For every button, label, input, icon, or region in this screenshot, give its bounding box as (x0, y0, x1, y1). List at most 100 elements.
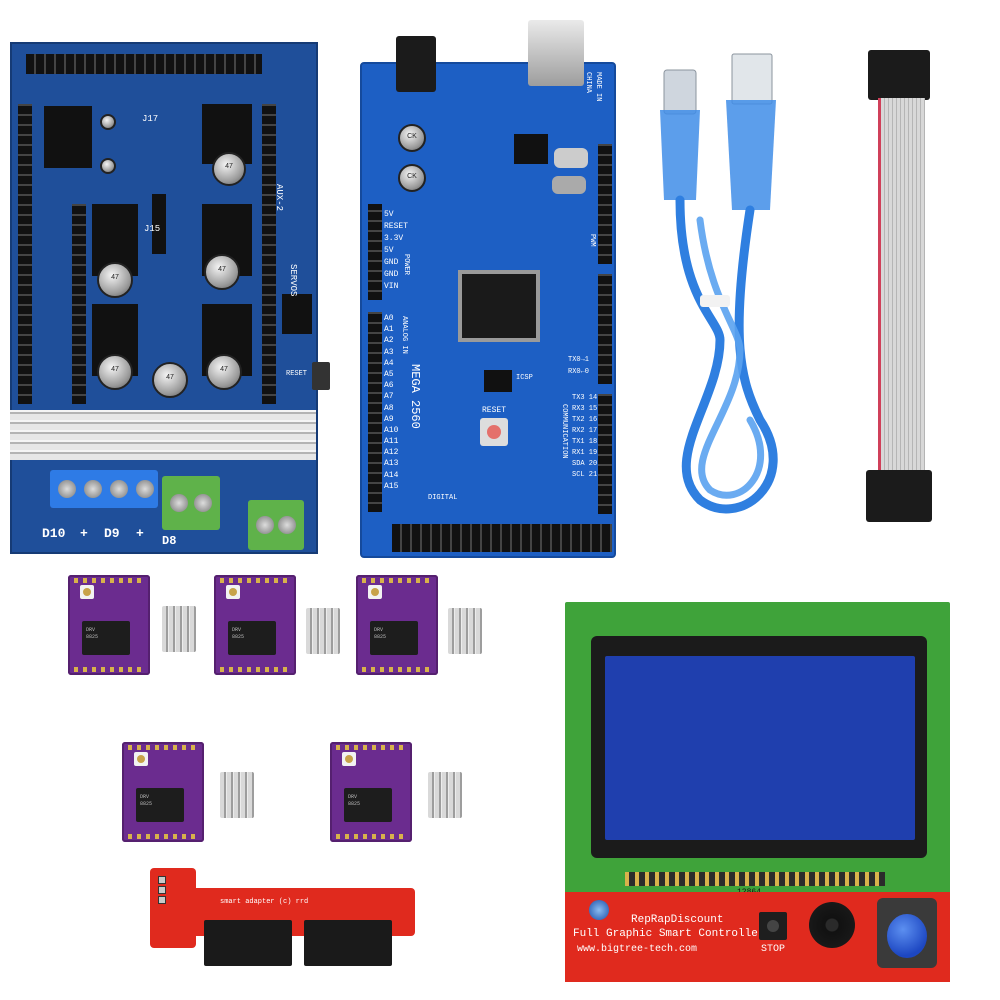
label-d9: D9 (104, 526, 120, 541)
capacitor: CK (398, 124, 426, 152)
heatsink-bar (10, 410, 316, 460)
analog-pin-label: A13 (384, 459, 399, 469)
label-icsp: ICSP (516, 374, 533, 382)
label-d8: D8 (162, 534, 177, 548)
lcd-screen (605, 656, 915, 840)
power-pin-label: 3.3V (384, 234, 404, 243)
capacitor: 47 (206, 354, 242, 390)
terminal-block-green (162, 476, 220, 530)
label-aux2: AUX-2 (274, 184, 284, 212)
comm-pin-label: TX2 16 (572, 416, 598, 424)
label-tx: TX0→1 (568, 356, 590, 364)
analog-pin-label: A10 (384, 425, 399, 435)
idc-connector (866, 470, 932, 522)
dc-jack (396, 36, 436, 92)
analog-pin-label: A9 (384, 414, 394, 424)
analog-pin-label: A3 (384, 347, 394, 357)
capacitor: 47 (152, 362, 188, 398)
capacitor (100, 158, 116, 174)
reset-button[interactable] (480, 418, 508, 446)
label-communication: COMMUNICATION (560, 404, 568, 459)
terminal-block-green (248, 500, 304, 550)
ribbon-cable (860, 50, 940, 530)
stepper-driver: DRV 8825 (330, 742, 412, 842)
power-pin-label: 5V (384, 246, 394, 255)
analog-pin-label: A12 (384, 448, 399, 458)
usb-b-port (528, 20, 584, 86)
comm-pin-label: SCL 21 (572, 471, 598, 479)
lcd-brand: RepRapDiscount (631, 914, 724, 926)
driver-heatsink (428, 772, 462, 818)
idc-header (204, 920, 292, 966)
capacitor: CK (398, 164, 426, 192)
lcd-title: Full Graphic Smart Controller (573, 928, 765, 940)
label-plus: + (136, 526, 144, 541)
analog-pin-label: A1 (384, 325, 394, 335)
analog-pin-label: A4 (384, 358, 394, 368)
label-servos: SERVOS (288, 264, 298, 297)
capacitor: 47 (212, 152, 246, 186)
label-pwm: PWM (588, 234, 596, 247)
analog-pin-label: A8 (384, 403, 394, 413)
label-reset: RESET (482, 406, 507, 415)
power-pin-label: 5V (384, 210, 394, 219)
power-pin-label: VIN (384, 282, 399, 291)
comm-pin-label: RX3 15 (572, 405, 598, 413)
comm-pin-label: RX2 17 (572, 427, 598, 435)
mega-board: MADE IN CHINA CK CK ICSP RESET MEGA 2560… (360, 20, 616, 558)
label-rx: RX0←0 (568, 368, 590, 376)
power-pin-label: GND (384, 270, 399, 279)
label-j15: J15 (144, 224, 161, 234)
rotary-encoder[interactable] (877, 898, 937, 968)
stop-label: STOP (761, 944, 786, 955)
comm-pin-label: TX1 18 (572, 438, 598, 446)
ramps-board: 47 47 47 47 47 47 J17 J15 AUX-2 SERVOS R… (10, 42, 330, 554)
lcd-controller: 12864 RepRapDiscount Full Graphic Smart … (565, 602, 950, 982)
potentiometer[interactable] (589, 900, 609, 920)
stepper-driver: DRV 8825 (68, 575, 150, 675)
label-plus: + (80, 526, 88, 541)
stepper-driver: DRV 8825 (122, 742, 204, 842)
comm-pin-label: SDA 20 (572, 460, 598, 468)
capacitor: 47 (97, 354, 133, 390)
analog-pin-label: A15 (384, 481, 399, 491)
stepper-driver: DRV 8825 (214, 575, 296, 675)
idc-connector (868, 50, 930, 100)
terminal-block-blue (50, 470, 158, 508)
capacitor: 47 (97, 262, 133, 298)
adapter-label: smart adapter (c) rrd (220, 898, 309, 906)
power-pin-label: RESET (384, 222, 409, 231)
power-pin-label: GND (384, 258, 399, 267)
capacitor: 47 (204, 254, 240, 290)
analog-pin-label: A14 (384, 470, 399, 480)
smart-adapter: smart adapter (c) rrd (150, 868, 415, 968)
comm-pin-label: TX3 14 (572, 394, 598, 402)
analog-pin-label: A0 (384, 314, 394, 323)
analog-pin-label: A11 (384, 437, 399, 447)
analog-pin-label: A5 (384, 369, 394, 379)
stepper-driver: DRV 8825 (356, 575, 438, 675)
analog-pin-label: A2 (384, 336, 394, 346)
label-j17: J17 (142, 114, 159, 124)
driver-heatsink (306, 608, 340, 654)
label-china: CHINA (584, 72, 592, 94)
atmega-chip (462, 274, 536, 338)
driver-heatsink (220, 772, 254, 818)
usb-cable (660, 53, 778, 514)
analog-pin-label: A6 (384, 381, 394, 391)
buzzer (809, 902, 855, 948)
label-analog-in: ANALOG IN (400, 316, 408, 354)
label-made-in: MADE IN (594, 72, 602, 102)
idc-header (304, 920, 392, 966)
reset-button[interactable] (312, 362, 330, 390)
driver-heatsink (448, 608, 482, 654)
label-reset: RESET (286, 370, 308, 378)
analog-pin-label: A7 (384, 392, 394, 402)
label-model: MEGA 2560 (408, 364, 422, 429)
label-d10: D10 (42, 526, 66, 541)
stop-button[interactable] (759, 912, 787, 940)
lcd-url: www.bigtree-tech.com (577, 944, 698, 955)
label-digital: DIGITAL (428, 494, 458, 502)
comm-pin-label: RX1 19 (572, 449, 598, 457)
capacitor (100, 114, 116, 130)
